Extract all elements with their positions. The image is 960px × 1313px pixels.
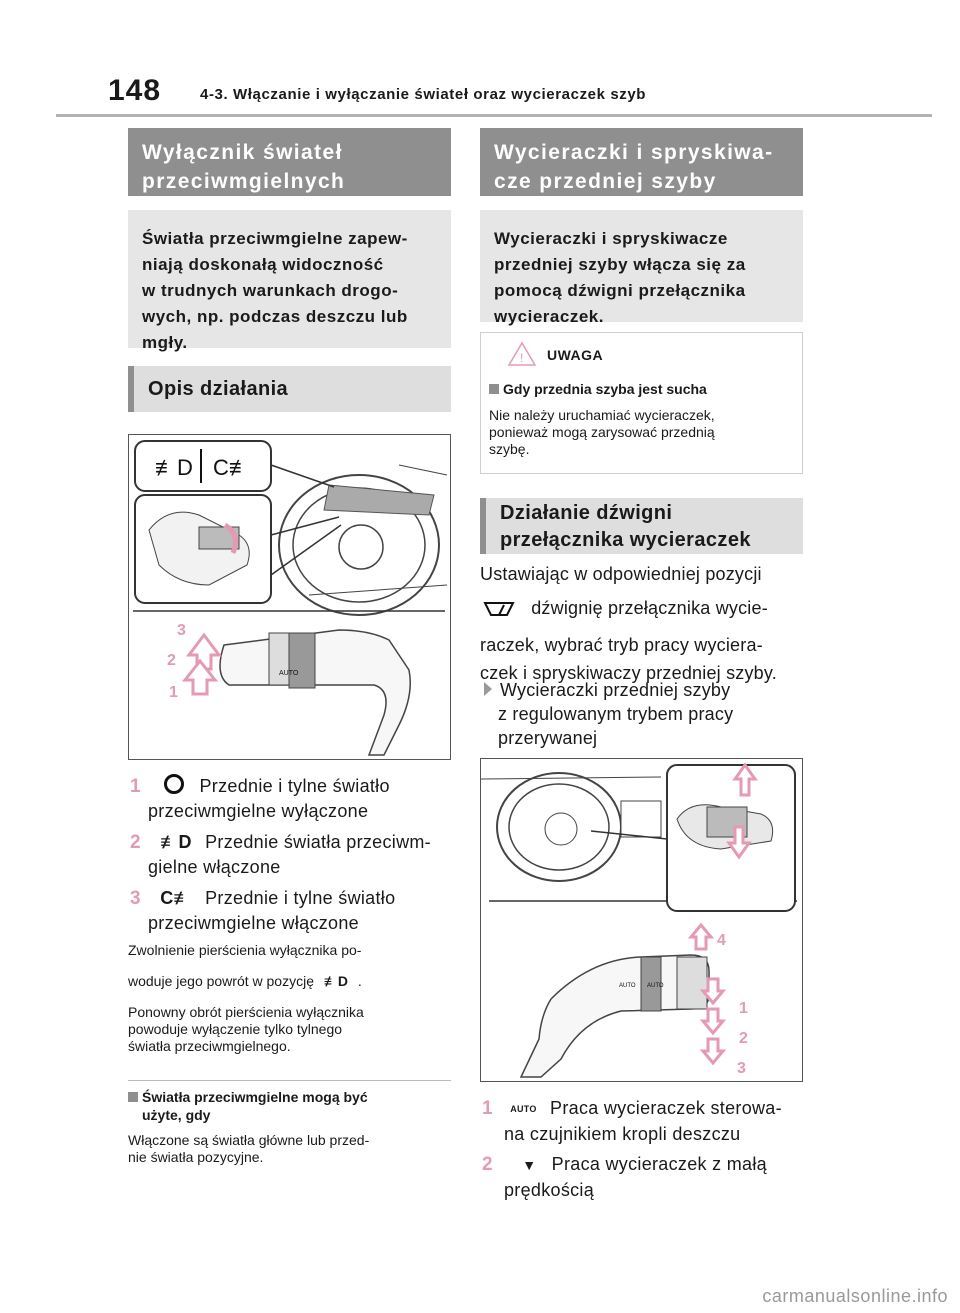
diagram-auto-label: AUTO — [279, 670, 299, 677]
warning-text: Nie należy uruchamiać wycieraczek, ponie… — [489, 407, 715, 457]
divider — [128, 1080, 451, 1081]
condition-title: Światła przeciwmgielne mogą być użyte, g… — [128, 1088, 458, 1124]
note-rotate-ring: Ponowny obrót pierścienia wyłącznika pow… — [128, 1004, 364, 1054]
diagram-label-1: 1 — [169, 684, 178, 701]
chapter-title: 4-3. Włączanie i wyłączanie świateł oraz… — [200, 86, 647, 103]
wiper-item-1: 1 AUTO Praca wycieraczek sterowa- na czu… — [482, 1098, 782, 1144]
svg-text:≢D: ≢D — [155, 455, 193, 480]
warning-box: ! UWAGA Gdy przednia szyba jest sucha Ni… — [480, 332, 803, 474]
front-fog-icon: ≢D — [160, 832, 192, 852]
condition-text: Włączone są światła główne lub przed- ni… — [128, 1132, 370, 1165]
square-bullet-icon — [128, 1092, 138, 1102]
wiper-lever-diagram: AUTO AUTO 4 1 2 3 — [480, 758, 803, 1082]
diagram-auto-label-2: AUTO — [647, 983, 664, 989]
note-release-ring: Zwolnienie pierścienia wyłącznika po- wo… — [128, 942, 362, 989]
low-speed-icon: ▼ — [522, 1157, 537, 1173]
warning-triangle-icon: ! — [507, 341, 537, 372]
fog-off-icon — [164, 774, 185, 794]
intro-wipers: Wycieraczki i spryskiwacze przedniej szy… — [480, 210, 803, 326]
triangle-bullet-icon — [484, 682, 492, 696]
square-bullet-icon — [489, 384, 499, 394]
rear-fog-icon: C≢ — [160, 888, 192, 908]
fog-item-2: 2 ≢D Przednie światła przeciwm- gielne w… — [130, 832, 431, 877]
section-title-wipers: Wycieraczki i spryskiwa- cze przedniej s… — [480, 128, 803, 196]
diagram-label-1: 1 — [739, 1000, 748, 1017]
fog-item-3: 3 C≢ Przednie i tylne światło przeciwmgi… — [130, 888, 396, 933]
wiper-lever-illustration: AUTO AUTO 4 1 2 3 — [480, 762, 797, 1078]
diagram-label-3: 3 — [177, 622, 186, 639]
header-rule — [56, 114, 932, 117]
diagram-label-4: 4 — [717, 932, 726, 949]
fog-switch-diagram: ≢D C≢ AUTO 3 2 1 — [128, 434, 451, 760]
svg-text:!: ! — [520, 351, 523, 365]
fog-item-1: 1 Przednie i tylne światło przeciwmgieln… — [130, 774, 390, 821]
fog-switch-illustration: ≢D C≢ AUTO 3 2 1 — [133, 440, 448, 756]
subsection-title-lever: Działanie dźwigni przełącznika wycieracz… — [480, 498, 803, 554]
warning-label: UWAGA — [547, 347, 604, 363]
diagram-label-2: 2 — [739, 1030, 748, 1047]
wiper-mode-heading: Wycieraczki przedniej szyby z regulowany… — [480, 676, 810, 752]
diagram-label-2: 2 — [167, 652, 176, 669]
intro-fog-lights: Światła przeciwmgielne zapew- niają dosk… — [128, 210, 451, 352]
wiper-icon — [482, 597, 516, 625]
front-fog-icon-small: ≢D — [323, 973, 349, 989]
wiper-item-2: 2 ▼ Praca wycieraczek z małą prędkością — [482, 1154, 767, 1200]
lever-body-text: Ustawiając w odpowiedniej pozycji dźwign… — [480, 564, 777, 683]
watermark: carmanualsonline.info — [762, 1286, 948, 1306]
diagram-auto-label-1: AUTO — [619, 983, 636, 989]
section-title-fog-lights: Wyłącznik świateł przeciwmgielnych — [128, 128, 451, 196]
page-number: 148 — [108, 74, 162, 107]
svg-text:C≢: C≢ — [213, 455, 251, 480]
diagram-label-3: 3 — [737, 1060, 746, 1077]
warning-title: Gdy przednia szyba jest sucha — [489, 381, 707, 397]
auto-icon: AUTO — [510, 1104, 537, 1114]
subsection-title-operation: Opis działania — [128, 366, 451, 412]
